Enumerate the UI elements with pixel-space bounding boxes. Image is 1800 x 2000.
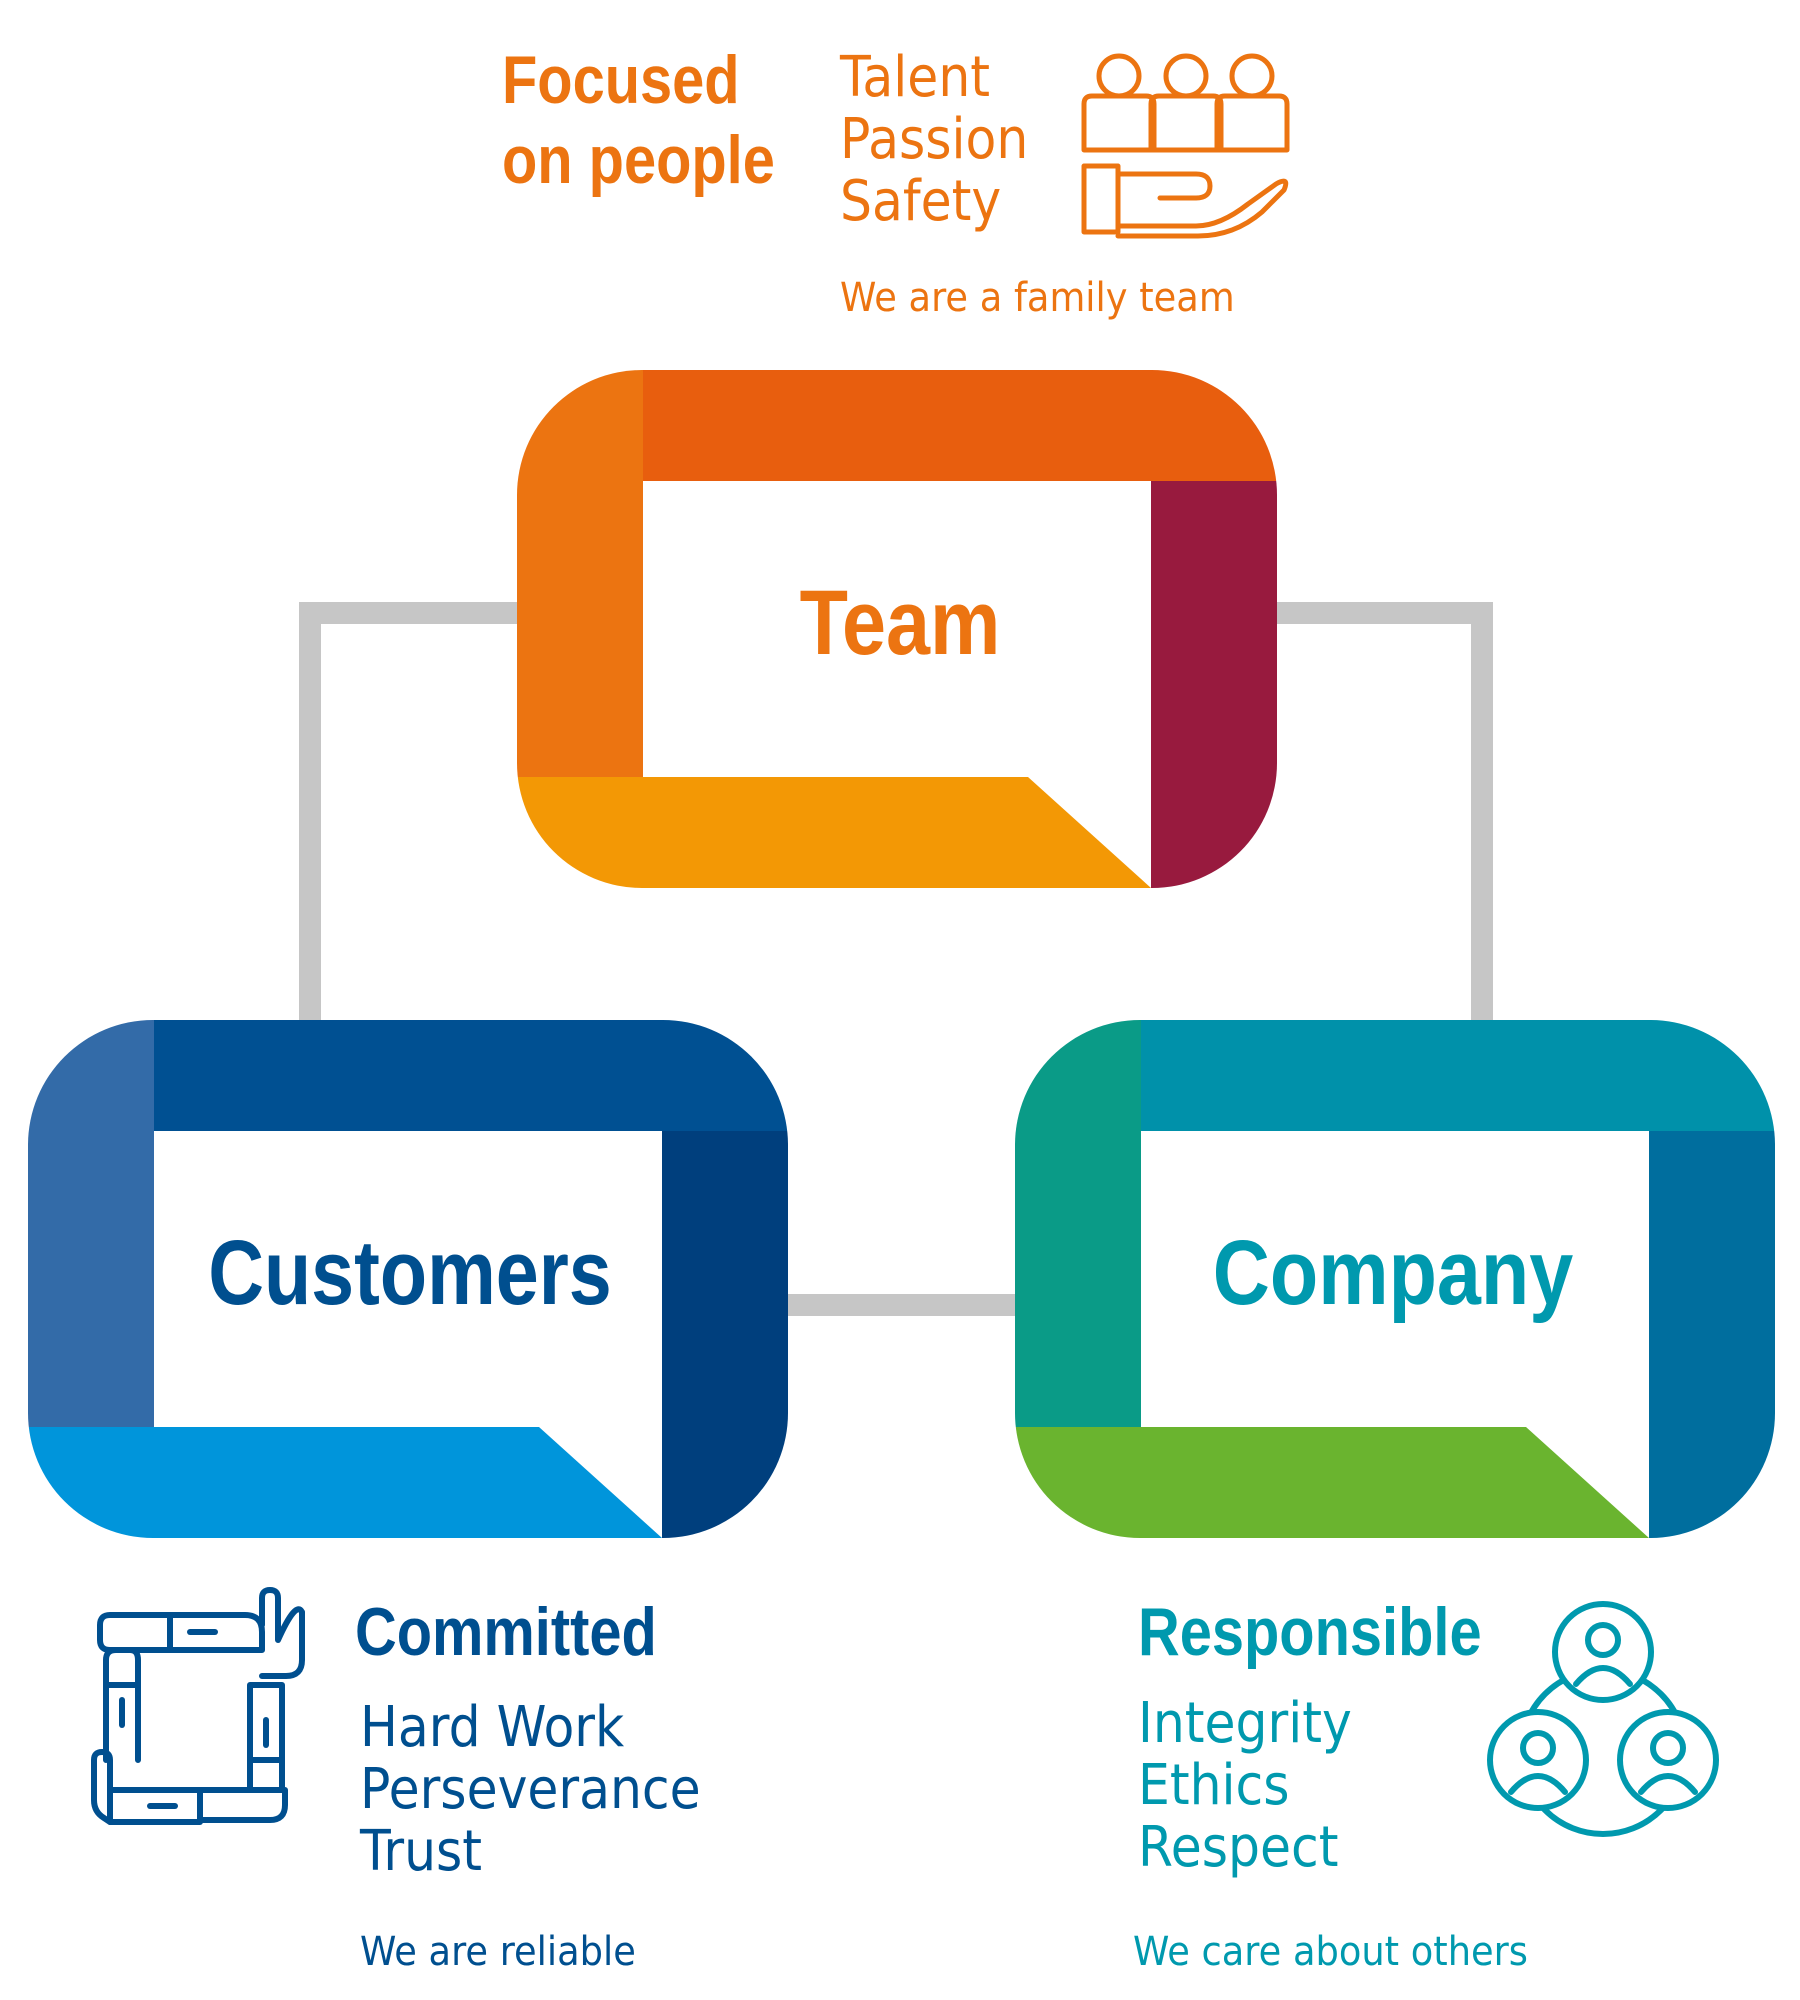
connected-people-icon	[1487, 1601, 1719, 1837]
team-box-right-bar	[1151, 481, 1277, 888]
team-tagline: We are a family team	[840, 275, 1235, 322]
customers-box-top-bar	[154, 1020, 788, 1131]
company-box-right-bar	[1649, 1131, 1775, 1538]
team-box-bottom-bar	[517, 777, 1151, 888]
company-box: Company	[1015, 1020, 1775, 1538]
company-value-1: Integrity	[1138, 1690, 1352, 1755]
team-value-3: Safety	[840, 168, 1001, 233]
customers-box-right-bar	[662, 1131, 788, 1538]
customers-heading: Committed	[355, 1595, 657, 1670]
customers-box: Customers	[28, 1020, 788, 1538]
connector-team-customers	[299, 602, 520, 1020]
people-in-hand-icon	[1081, 53, 1290, 239]
company-box-top-bar	[1141, 1020, 1775, 1131]
team-value-2: Passion	[840, 106, 1028, 171]
team-box-label: Team	[800, 571, 1001, 674]
team-heading-line1: Focused	[502, 43, 740, 118]
company-box-bottom-bar	[1015, 1427, 1649, 1538]
team-box: Team	[517, 370, 1277, 888]
customers-box-label: Customers	[208, 1222, 612, 1325]
customers-value-1: Hard Work	[360, 1694, 624, 1759]
customers-tagline: We are reliable	[360, 1929, 636, 1976]
company-box-label: Company	[1213, 1221, 1574, 1324]
team-box-left-bar	[517, 370, 643, 777]
team-value-1: Talent	[839, 44, 990, 109]
company-values: Responsible Integrity Ethics Respect We …	[1133, 1595, 1719, 1976]
team-heading-line2: on people	[502, 123, 775, 198]
company-value-3: Respect	[1138, 1814, 1338, 1879]
customers-box-left-bar	[28, 1020, 154, 1427]
team-box-top-bar	[643, 370, 1277, 481]
company-box-left-bar	[1015, 1020, 1141, 1427]
team-values: Focused on people Talent Passion Safety …	[502, 43, 1290, 322]
customers-value-2: Perseverance	[360, 1756, 701, 1821]
customers-box-bottom-bar	[28, 1427, 662, 1538]
customers-value-3: Trust	[359, 1818, 482, 1883]
company-value-2: Ethics	[1138, 1752, 1290, 1817]
company-tagline: We care about others	[1133, 1929, 1528, 1976]
joined-hands-icon	[91, 1587, 305, 1825]
company-heading: Responsible	[1138, 1595, 1482, 1670]
connector-team-company	[1275, 602, 1493, 1020]
customers-values: Committed Hard Work Perseverance Trust W…	[91, 1587, 701, 1976]
connectors	[299, 602, 1493, 1316]
